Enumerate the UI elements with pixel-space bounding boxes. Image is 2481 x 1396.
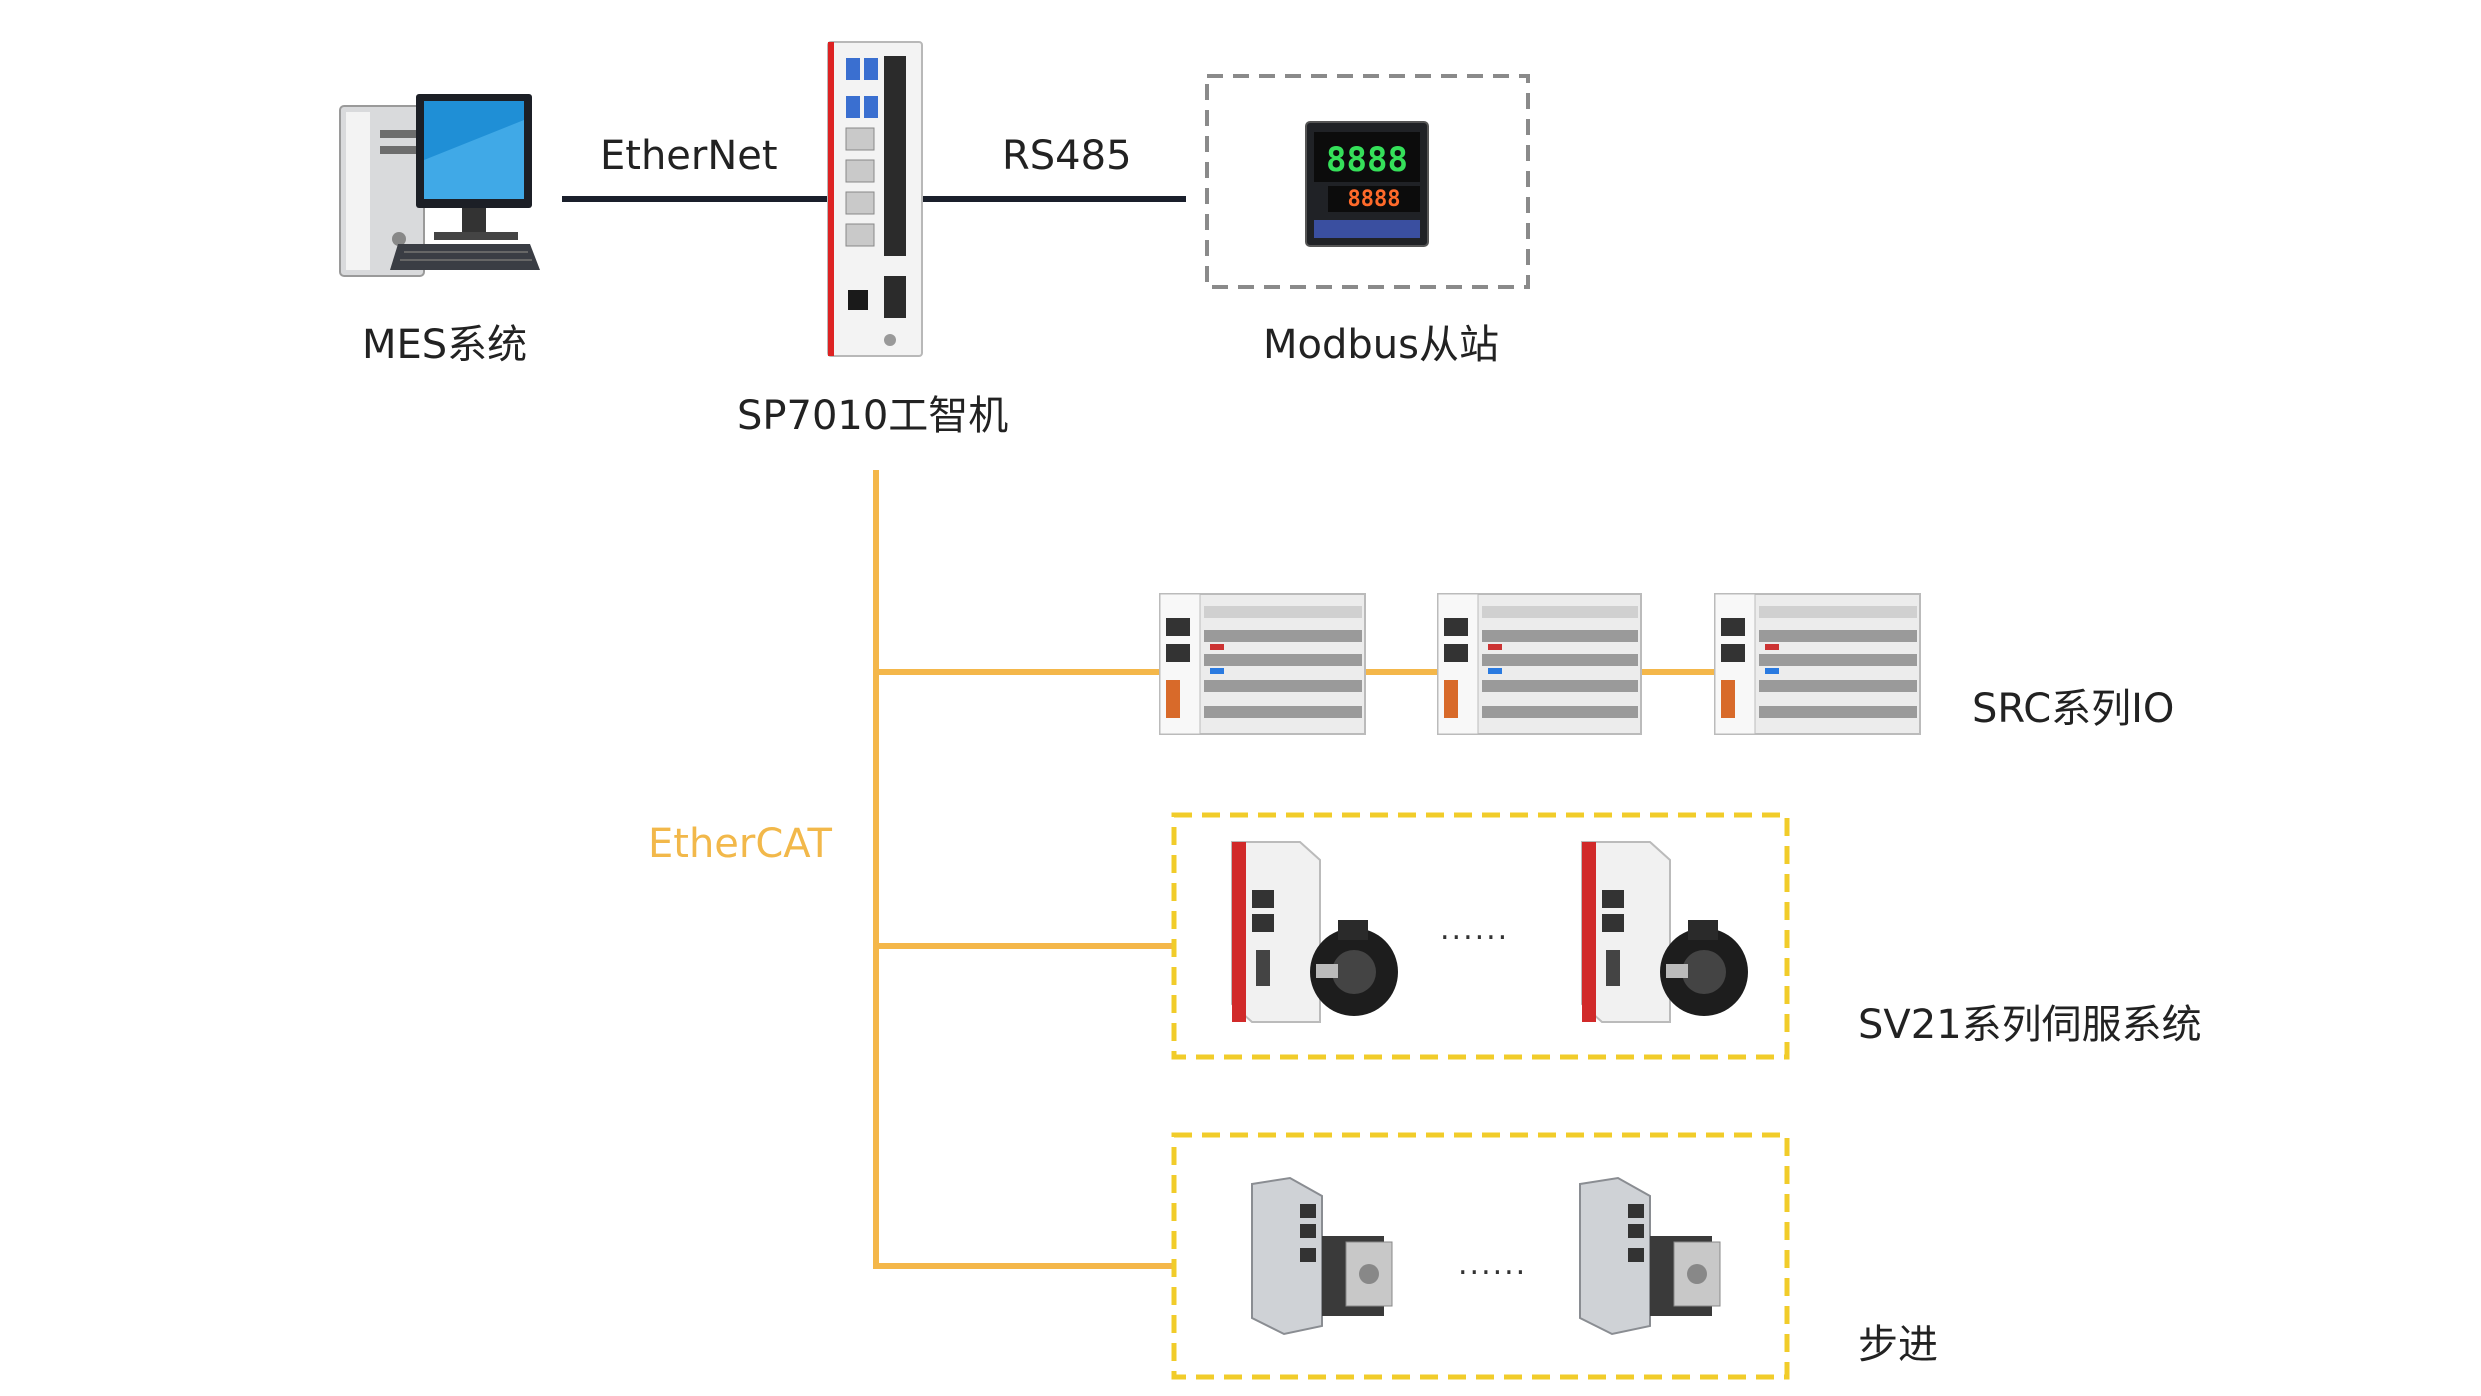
stepper-drive-motor-icon: [1251, 1176, 1393, 1336]
modbus-slave-label: Modbus从站: [1263, 322, 1499, 368]
modbus-slave-frame: [1205, 74, 1530, 289]
modbus-slave-device-icon: 8888 8888: [1305, 121, 1429, 247]
ethernet-label: EtherNet: [600, 133, 778, 179]
ethercat-label: EtherCAT: [648, 821, 832, 867]
sp7010-controller-icon: [827, 41, 923, 357]
ethercat-bus: [873, 470, 1715, 1269]
mes-system-label: MES系统: [362, 322, 528, 368]
src-io-label: SRC系列IO: [1972, 686, 2175, 732]
servo-drive-motor-icon: [1581, 841, 1748, 1023]
src-io-module-icon: [1714, 593, 1921, 735]
src-io-module-icon: [1159, 593, 1366, 735]
svg-text:8888: 8888: [1348, 187, 1401, 212]
src-io-module-icon: [1437, 593, 1642, 735]
stepper-ellipsis: ......: [1458, 1247, 1528, 1282]
servo-group-frame: [1171, 812, 1790, 1060]
sp7010-controller-label: SP7010工智机: [737, 393, 1009, 439]
mes-computer-icon: [339, 94, 540, 277]
servo-system-label: SV21系列伺服系统: [1858, 1002, 2202, 1048]
servo-ellipsis: ......: [1440, 912, 1510, 947]
svg-text:8888: 8888: [1326, 140, 1408, 180]
stepper-label: 步进: [1858, 1322, 1938, 1368]
servo-drive-motor-icon: [1231, 841, 1398, 1023]
stepper-drive-motor-icon: [1579, 1176, 1721, 1336]
stepper-group-frame: [1171, 1132, 1790, 1380]
rs485-label: RS485: [1002, 133, 1132, 179]
